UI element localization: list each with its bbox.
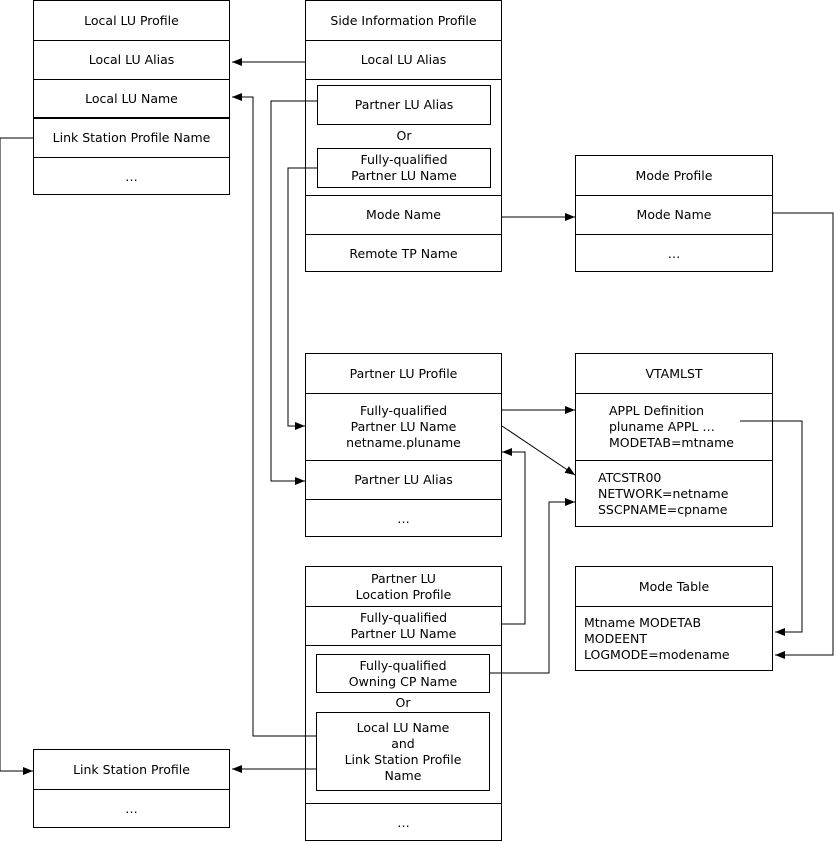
mode-profile-title: Mode Profile <box>635 167 713 183</box>
local-lu-profile-title: Local LU Profile <box>84 12 179 28</box>
arrow-mode-profile-to-mode-table <box>773 212 834 659</box>
location-fq-partner-lu-name-field: Fully-qualified Partner LU Name <box>306 606 501 645</box>
side-info-or-label: Or <box>396 128 412 143</box>
vtamlst-title: VTAMLST <box>645 365 703 381</box>
mode-profile-box: Mode Profile Mode Name … <box>575 155 773 272</box>
partner-lu-location-profile-box: Partner LU Location Profile Fully-qualif… <box>305 566 502 841</box>
local-lu-profile-more: … <box>34 157 229 195</box>
link-station-profile-title: Link Station Profile <box>73 761 190 777</box>
arrow-location-fq-name-to-partner-lu <box>502 448 526 625</box>
vtamlst-appl-definition: APPL Definition pluname APPL … MODETAB=m… <box>576 393 772 460</box>
side-info-partner-lu-section <box>306 79 501 196</box>
location-profile-more: … <box>306 803 501 841</box>
mode-profile-mode-name-field: Mode Name <box>576 195 772 234</box>
side-info-partner-lu-alias-field: Partner LU Alias <box>317 85 491 125</box>
location-fq-owning-cp-name-field: Fully-qualified Owning CP Name <box>316 654 490 693</box>
arrow-vtamlst-to-mode-table <box>740 420 803 636</box>
partner-lu-profile-alias-field: Partner LU Alias <box>306 460 501 499</box>
partner-lu-profile-box: Partner LU Profile Fully-qualified Partn… <box>305 353 502 537</box>
partner-lu-profile-fq-name-field: Fully-qualified Partner LU Name netname.… <box>306 393 501 460</box>
arrow-partner-lu-to-vtamlst-atcstr <box>501 425 576 476</box>
local-lu-alias-field: Local LU Alias <box>34 40 229 79</box>
location-or-label: Or <box>395 695 411 710</box>
arrow-local-lu-link-name-to-link-station-profile <box>0 137 33 775</box>
arrow-location-local-lu-to-local-lu-name <box>232 93 316 737</box>
vtamlst-box: VTAMLST APPL Definition pluname APPL … M… <box>575 353 773 527</box>
mode-table-title: Mode Table <box>638 578 710 594</box>
mode-profile-more: … <box>576 234 772 272</box>
local-lu-name-field: Local LU Name <box>34 79 229 118</box>
arrow-owning-cp-to-vtamlst-atcstr <box>490 498 575 674</box>
local-lu-profile-box: Local LU Profile Local LU Alias Local LU… <box>33 0 230 195</box>
partner-lu-location-profile-title: Partner LU Location Profile <box>355 570 452 602</box>
mode-table-box: Mode Table Mtname MODETAB MODEENT LOGMOD… <box>575 566 773 671</box>
link-station-profile-more: … <box>34 789 229 828</box>
link-station-profile-box: Link Station Profile … <box>33 749 230 828</box>
side-info-profile-title: Side Information Profile <box>330 12 477 28</box>
side-info-fq-partner-lu-name-field: Fully-qualified Partner LU Name <box>317 148 491 188</box>
partner-lu-profile-more: … <box>306 499 501 537</box>
location-local-lu-and-link-station-field: Local LU Name and Link Station Profile N… <box>316 712 490 791</box>
arrow-side-fq-name-to-partner-lu-fq-name <box>287 167 317 430</box>
side-information-profile-box: Side Information Profile Local LU Alias … <box>305 0 502 272</box>
location-owner-section <box>306 645 501 803</box>
side-info-local-lu-alias-field: Local LU Alias <box>306 40 501 79</box>
side-info-remote-tp-name-field: Remote TP Name <box>306 234 501 272</box>
partner-lu-profile-title: Partner LU Profile <box>349 365 458 381</box>
mode-table-body: Mtname MODETAB MODEENT LOGMODE=modename <box>576 606 772 671</box>
arrow-side-partner-alias-to-partner-lu-alias <box>270 100 317 485</box>
link-station-profile-name-field: Link Station Profile Name <box>34 117 229 157</box>
vtamlst-atcstr-definition: ATCSTR00 NETWORK=netname SSCPNAME=cpname <box>576 460 772 527</box>
side-info-mode-name-field: Mode Name <box>306 195 501 234</box>
